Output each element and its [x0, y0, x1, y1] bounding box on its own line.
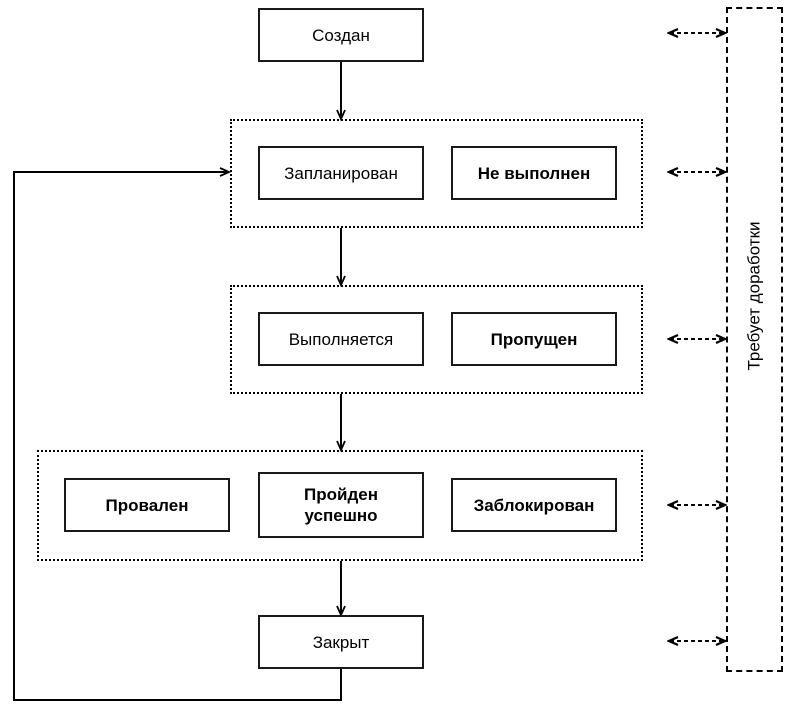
node-blocked[interactable]: Заблокирован	[451, 478, 617, 532]
group-planned	[230, 119, 643, 228]
node-planned-label: Запланирован	[284, 163, 398, 183]
node-failed-label: Провален	[105, 495, 189, 515]
node-in-progress-label: Выполняется	[288, 329, 394, 349]
node-created-label: Создан	[312, 25, 370, 45]
node-closed-label: Закрыт	[312, 632, 370, 652]
node-blocked-label: Заблокирован	[473, 495, 595, 515]
rework-panel[interactable]	[726, 7, 783, 672]
node-planned[interactable]: Запланирован	[258, 146, 424, 200]
node-skipped-label: Пропущен	[490, 329, 578, 349]
connector-closed-to-planned-loop	[13, 172, 342, 701]
rework-panel-label: Требует доработки	[744, 221, 764, 371]
node-not-done-label: Не выполнен	[477, 163, 591, 183]
group-results	[37, 450, 643, 561]
node-failed[interactable]: Провален	[64, 478, 230, 532]
node-passed[interactable]: Пройден успешно	[258, 472, 424, 538]
node-closed[interactable]: Закрыт	[258, 615, 424, 669]
node-in-progress[interactable]: Выполняется	[258, 312, 424, 366]
node-not-done[interactable]: Не выполнен	[451, 146, 617, 200]
node-passed-label: Пройден успешно	[304, 485, 378, 525]
node-skipped[interactable]: Пропущен	[451, 312, 617, 366]
node-created[interactable]: Создан	[258, 8, 424, 62]
group-in-progress	[230, 285, 643, 394]
